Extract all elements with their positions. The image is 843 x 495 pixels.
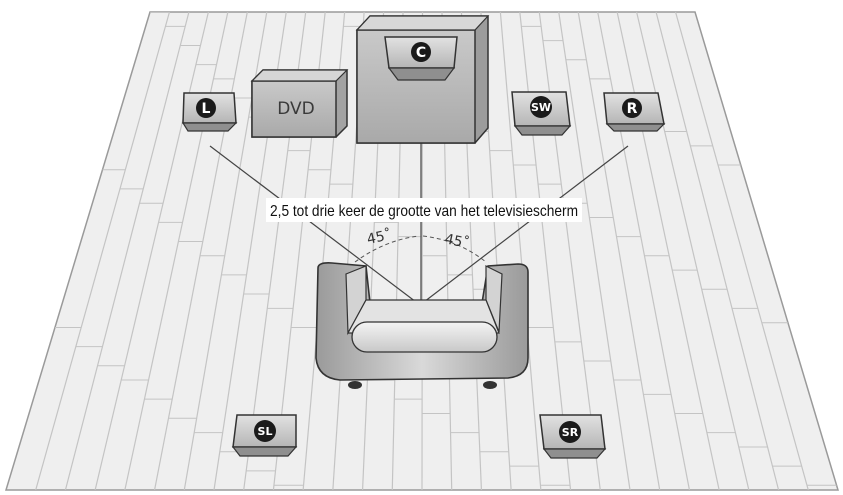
badge-sw	[530, 96, 552, 118]
speaker-center: C	[384, 36, 458, 81]
distance-caption: 2,5 tot drie keer de grootte van het tel…	[270, 203, 578, 220]
badge-r	[622, 98, 642, 118]
badge-c	[411, 42, 431, 62]
floorboard-line	[35, 12, 171, 490]
floorboard-line	[124, 12, 229, 490]
badge-sl	[254, 420, 276, 442]
floorboard-line	[597, 12, 691, 490]
floorboard-line	[577, 12, 661, 490]
floorboard-line	[558, 12, 631, 490]
label-l: L	[202, 101, 211, 117]
floorboard-line	[655, 12, 780, 490]
line-left	[209, 145, 421, 306]
badge-sr	[559, 421, 581, 443]
floorboard-line	[153, 12, 248, 490]
speaker-subwoofer: SW	[511, 91, 572, 136]
floorboard-line	[94, 12, 209, 490]
speaker-surround-right: SR	[539, 414, 607, 459]
speaker-front-right: R	[603, 92, 666, 132]
speaker-surround-left: SL	[231, 414, 298, 457]
label-c: C	[416, 45, 426, 61]
label-sr: SR	[562, 426, 579, 439]
dvd-player: DVD	[250, 69, 349, 138]
floorboard-line	[499, 12, 542, 490]
dvd-label: DVD	[277, 99, 315, 119]
line-right	[419, 145, 629, 306]
angle-arcs	[354, 235, 487, 263]
floorboard-line	[636, 12, 750, 490]
floorboard-line	[64, 12, 190, 490]
badge-l	[196, 98, 216, 118]
label-sl: SL	[258, 425, 273, 438]
caption-backdrop	[266, 198, 582, 222]
label-r: R	[627, 101, 638, 117]
speaker-front-left: L	[181, 92, 238, 132]
floorboard-line	[674, 12, 809, 490]
label-sw: SW	[531, 101, 551, 114]
angle-left-label: 45˚	[365, 226, 393, 248]
floorboard-line	[616, 12, 720, 490]
listening-sofa	[315, 262, 529, 389]
angle-right-label: 45˚	[443, 230, 471, 252]
